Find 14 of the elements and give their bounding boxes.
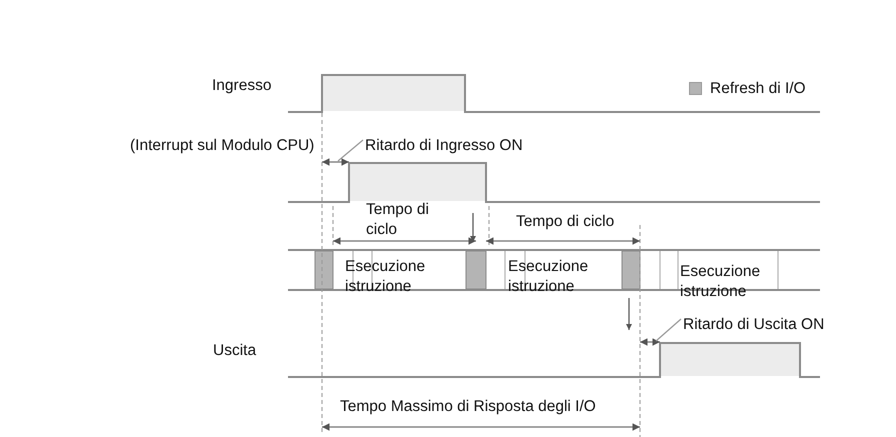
duration-label: Tempo Massimo di Risposta degli I/O: [340, 397, 596, 417]
phase-label: Esecuzione istruzione: [508, 257, 590, 297]
leader-line: [656, 318, 682, 342]
phase-label: Esecuzione istruzione: [345, 257, 426, 297]
annotation-text: Ritardo di Uscita ON: [683, 315, 824, 335]
signal-label: (Interrupt sul Modulo CPU): [130, 136, 314, 156]
legend-label: Refresh di I/O: [710, 79, 806, 99]
signal-label: Ingresso: [212, 76, 272, 96]
duration-label: Tempo di ciclo: [366, 200, 430, 240]
signal-label: Uscita: [213, 341, 256, 361]
phase-label: Esecuzione istruzione: [680, 262, 762, 302]
duration-label: Tempo di ciclo: [516, 212, 614, 232]
annotation-text: Ritardo di Ingresso ON: [365, 136, 523, 156]
leader-line: [338, 140, 364, 162]
